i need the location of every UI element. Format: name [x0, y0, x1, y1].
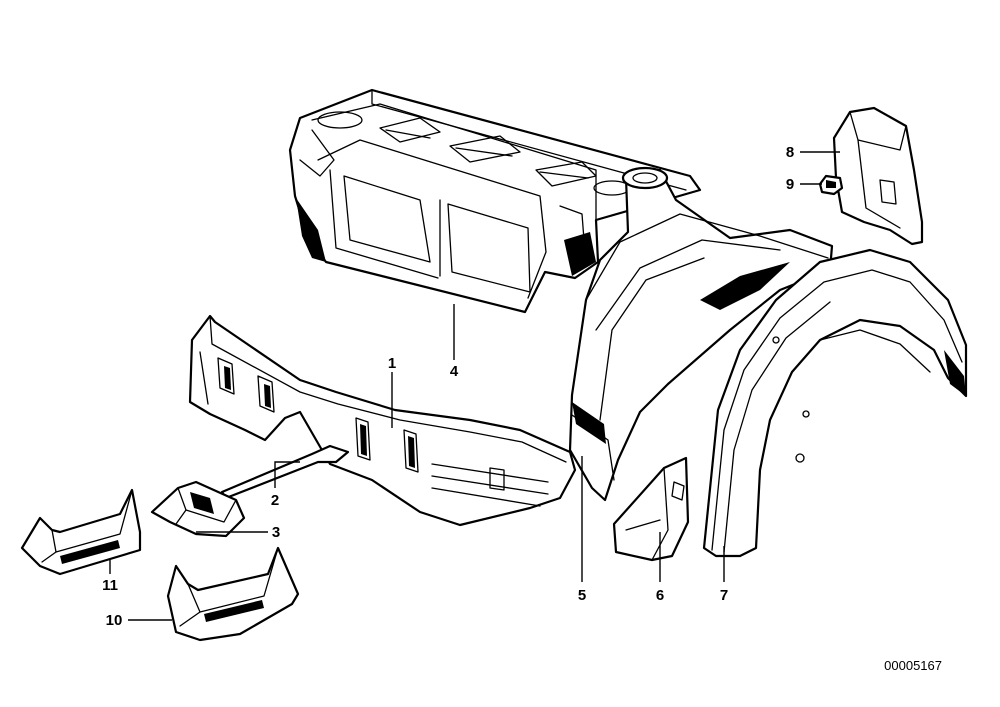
part-7-outer-wheel-arch[interactable]: [702, 248, 968, 558]
leader-lines: [109, 151, 840, 621]
part-2-rubber-strip[interactable]: [220, 444, 350, 500]
callout-2: 2: [271, 492, 279, 509]
diagram-code: 00005167: [884, 658, 942, 673]
part-8-side-panel[interactable]: [832, 106, 924, 246]
callout-8: 8: [786, 144, 794, 161]
part-11-bracket[interactable]: [20, 488, 142, 576]
callout-7: 7: [720, 587, 728, 604]
callout-11: 11: [102, 577, 118, 594]
callout-6: 6: [656, 587, 664, 604]
part-4-back-panel[interactable]: [288, 88, 702, 314]
part-10-bracket[interactable]: [166, 546, 300, 642]
callout-10: 10: [106, 612, 123, 629]
callout-4: 4: [450, 363, 459, 380]
callout-1: 1: [388, 355, 396, 372]
callout-3: 3: [272, 524, 280, 541]
callout-9: 9: [786, 176, 794, 193]
part-5-inner-wheel-house[interactable]: [568, 166, 834, 502]
part-1-cross-member[interactable]: [188, 314, 577, 527]
leader-2: [274, 461, 300, 488]
part-3-mount-bracket[interactable]: [150, 480, 246, 538]
callout-labels: 1 2 3 4 5 6 7 8 9 10 11: [102, 144, 794, 629]
part-9-clip[interactable]: [818, 174, 844, 196]
part-6-bracket-plate[interactable]: [612, 456, 690, 562]
callout-5: 5: [578, 587, 586, 604]
